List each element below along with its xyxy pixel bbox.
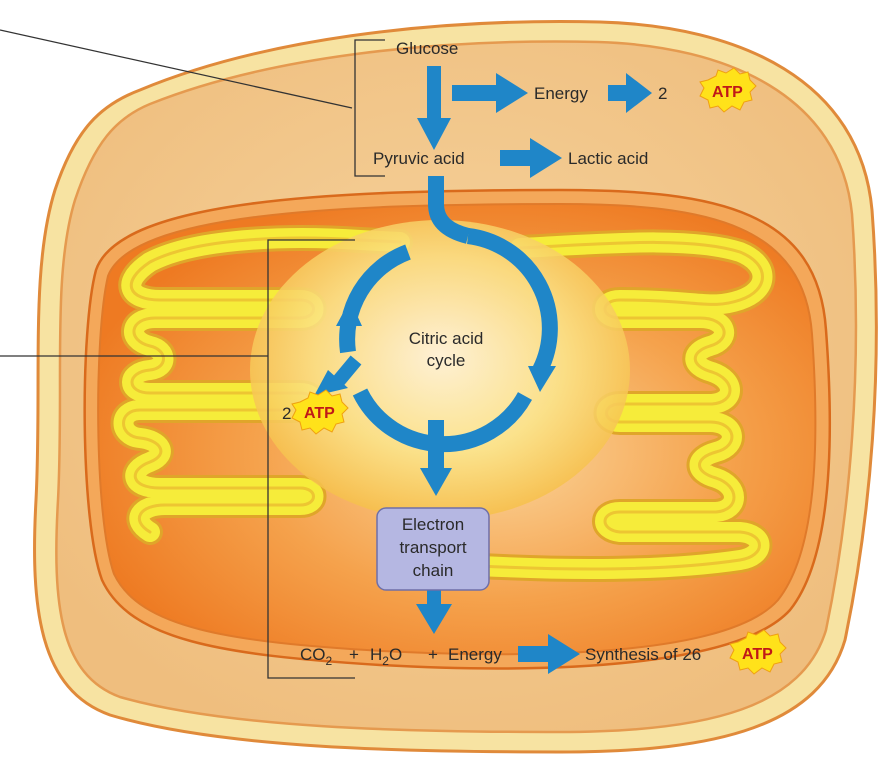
etc-label-line3: chain xyxy=(413,561,454,580)
pyruvic-acid-label: Pyruvic acid xyxy=(373,149,465,168)
plus-sign-1: + xyxy=(349,645,359,664)
energy-atp-label: ATP xyxy=(712,84,743,101)
etc-label-line1: Electron xyxy=(402,515,464,534)
citric-acid-cycle-label-line2: cycle xyxy=(427,351,466,370)
synthesis-atp-label: ATP xyxy=(742,646,773,663)
citric-acid-cycle-label-line1: Citric acid xyxy=(409,329,484,348)
synthesis-label: Synthesis of 26 xyxy=(585,645,701,664)
energy-label: Energy xyxy=(534,84,588,103)
cycle-atp-count: 2 xyxy=(282,404,291,423)
cycle-atp-label: ATP xyxy=(304,405,335,422)
plus-sign-2: + xyxy=(428,645,438,664)
energy-product-label: Energy xyxy=(448,645,502,664)
energy-atp-count: 2 xyxy=(658,84,667,103)
lactic-acid-label: Lactic acid xyxy=(568,149,648,168)
etc-label-line2: transport xyxy=(399,538,466,557)
glucose-label: Glucose xyxy=(396,39,458,58)
